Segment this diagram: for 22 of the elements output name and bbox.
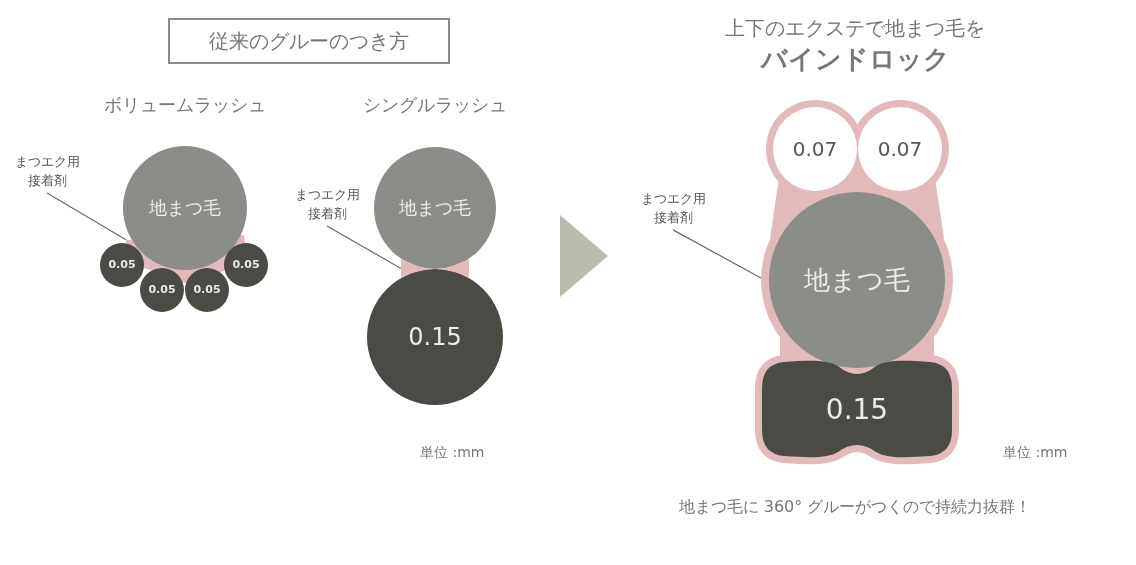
section-title: ボリュームラッシュ — [104, 94, 266, 116]
extension-circle: 0.15 — [367, 269, 503, 405]
section-title: シングルラッシュ — [363, 94, 507, 116]
unit-note: 単位 :mm — [1003, 444, 1068, 461]
unit-note: 単位 :mm — [420, 444, 485, 461]
natural-lash-circle: 地まつ毛 — [374, 147, 496, 269]
extension-circle: 0.05 — [224, 243, 268, 287]
extension-shape: 0.15 — [762, 360, 952, 458]
callout-label: まつエク用接着剤 — [638, 190, 708, 228]
callout-label: まつエク用接着剤 — [12, 153, 82, 191]
leader-line — [326, 225, 402, 270]
section-heading: 従来のグルーのつき方 — [168, 18, 450, 64]
adhesive-area — [401, 259, 469, 278]
headline: 上下のエクステで地まつ毛を — [725, 16, 985, 40]
extension-circle: 0.05 — [100, 243, 144, 287]
callout-label: まつエク用接着剤 — [292, 186, 362, 224]
extension-circle: 0.05 — [185, 268, 229, 312]
caption-text: 地まつ毛に 360° グルーがつくので持続力抜群！ — [678, 497, 1032, 517]
leader-line — [672, 229, 762, 279]
extension-circle: 0.05 — [140, 268, 184, 312]
leader-line — [46, 192, 127, 241]
headline: バインドロック — [760, 44, 950, 76]
